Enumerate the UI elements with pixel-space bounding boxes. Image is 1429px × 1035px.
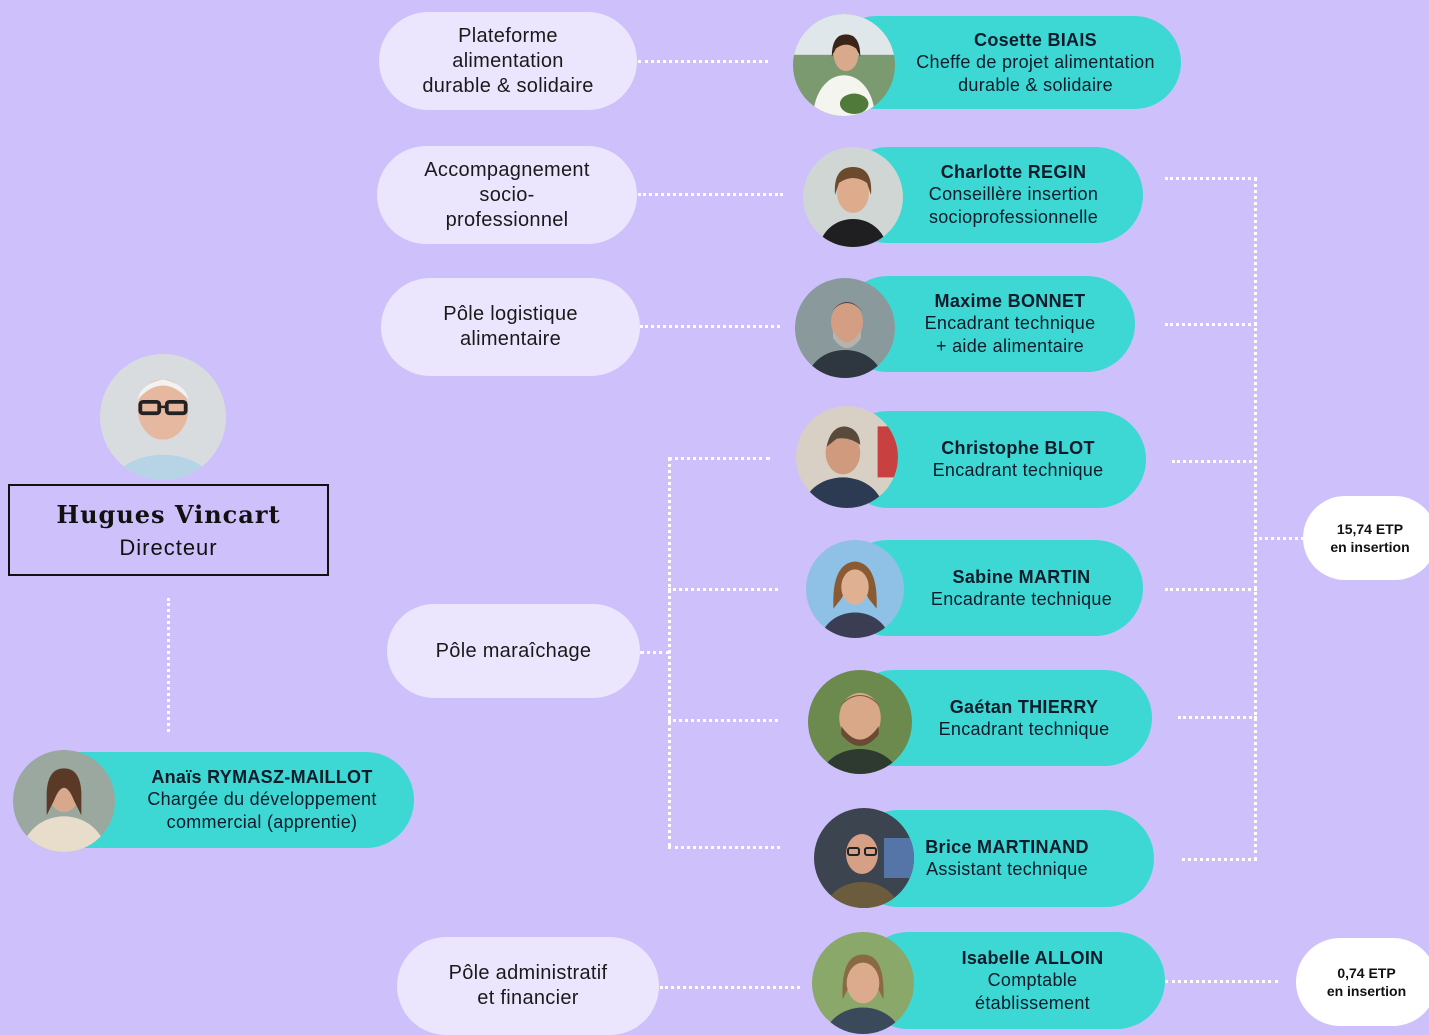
maxime-photo xyxy=(795,278,895,378)
etp-value: 15,74 ETP xyxy=(1336,521,1404,537)
person-role: Encadrant technique xyxy=(938,718,1110,739)
pole-maraichage: Pôle maraîchage xyxy=(387,604,640,698)
pole-alimentation: Plateforme alimentation durable & solida… xyxy=(379,12,637,110)
connector-insertion-christophe xyxy=(1172,460,1257,463)
director-role: Directeur xyxy=(119,534,218,560)
person-name: Maxime BONNET xyxy=(934,291,1086,311)
anais-avatar xyxy=(13,750,115,852)
director-photo xyxy=(100,354,226,480)
anais-photo xyxy=(13,750,115,852)
connector-insertion-sabine xyxy=(1165,588,1257,591)
connector-insertion-brice xyxy=(1182,858,1257,861)
pole-administratif: Pôle administratif et financier xyxy=(397,937,659,1035)
cosette-photo xyxy=(793,14,895,116)
pole-accompagnement: Accompagnement socio- professionnel xyxy=(377,146,637,244)
etp-badge-admin: 0,74 ETP en insertion xyxy=(1296,938,1429,1026)
connector-maraichage-christophe xyxy=(668,457,770,460)
gaetan-photo xyxy=(808,670,912,774)
person-card-christophe: Christophe BLOT Encadrant technique xyxy=(840,411,1146,508)
person-role: Encadrant technique + aide alimentaire xyxy=(924,313,1096,356)
maxime-avatar xyxy=(795,278,895,378)
connector-insertion-etp xyxy=(1254,537,1304,540)
person-role: Encadrante technique xyxy=(930,588,1113,609)
connector-logistique xyxy=(640,325,780,328)
connector-maraichage-sabine xyxy=(668,588,778,591)
sabine-photo xyxy=(806,540,904,638)
person-role: Chargée du développement commercial (app… xyxy=(147,789,377,832)
connector-insertion-charlotte xyxy=(1165,177,1257,180)
person-role: Cheffe de projet alimentation durable & … xyxy=(916,51,1155,95)
etp-badge-main: 15,74 ETP en insertion xyxy=(1303,496,1429,580)
connector-maraichage-stub xyxy=(640,651,670,654)
person-name: Charlotte REGIN xyxy=(940,162,1087,182)
person-role: Comptable établissement xyxy=(975,969,1090,1013)
connector-maraichage-brice xyxy=(668,846,780,849)
person-role: Encadrant technique xyxy=(932,460,1104,480)
connector-maraichage-gaetan xyxy=(668,719,778,722)
connector-director-assistant xyxy=(167,598,170,732)
person-name: Cosette BIAIS xyxy=(974,29,1097,50)
connector-insertion-trunk xyxy=(1254,177,1257,861)
gaetan-avatar xyxy=(808,670,912,774)
person-card-cosette: Cosette BIAIS Cheffe de projet alimentat… xyxy=(830,16,1181,109)
connector-isabelle-etp xyxy=(1165,980,1278,983)
charlotte-photo xyxy=(803,147,903,247)
isabelle-photo xyxy=(812,932,914,1034)
etp-label: en insertion xyxy=(1326,983,1407,999)
pole-logistique: Pôle logistique alimentaire xyxy=(381,278,640,376)
director-card: Hugues Vincart Directeur xyxy=(8,484,329,576)
person-name: Anaïs RYMASZ-MAILLOT xyxy=(151,767,373,787)
etp-label: en insertion xyxy=(1330,539,1410,555)
director-avatar xyxy=(100,354,226,480)
connector-accompagnement xyxy=(638,193,783,196)
person-name: Christophe BLOT xyxy=(941,438,1095,458)
connector-insertion-maxime xyxy=(1165,323,1257,326)
connector-alimentation xyxy=(638,60,768,63)
cosette-avatar xyxy=(793,14,895,116)
connector-insertion-gaetan xyxy=(1178,716,1257,719)
christophe-photo xyxy=(796,406,898,508)
brice-avatar xyxy=(814,808,914,908)
connector-maraichage-trunk xyxy=(668,457,671,847)
connector-administratif xyxy=(660,986,800,989)
person-role: Assistant technique xyxy=(926,859,1088,879)
etp-value: 0,74 ETP xyxy=(1337,965,1396,981)
charlotte-avatar xyxy=(803,147,903,247)
isabelle-avatar xyxy=(812,932,914,1034)
sabine-avatar xyxy=(806,540,904,638)
person-name: Brice MARTINAND xyxy=(925,837,1089,857)
director-name: Hugues Vincart xyxy=(56,499,281,529)
christophe-avatar xyxy=(796,406,898,508)
person-name: Gaétan THIERRY xyxy=(949,696,1099,717)
person-role: Conseillère insertion socioprofessionnel… xyxy=(928,184,1099,227)
person-name: Isabelle ALLOIN xyxy=(961,947,1104,968)
person-name: Sabine MARTIN xyxy=(952,566,1091,587)
brice-photo xyxy=(814,808,914,908)
